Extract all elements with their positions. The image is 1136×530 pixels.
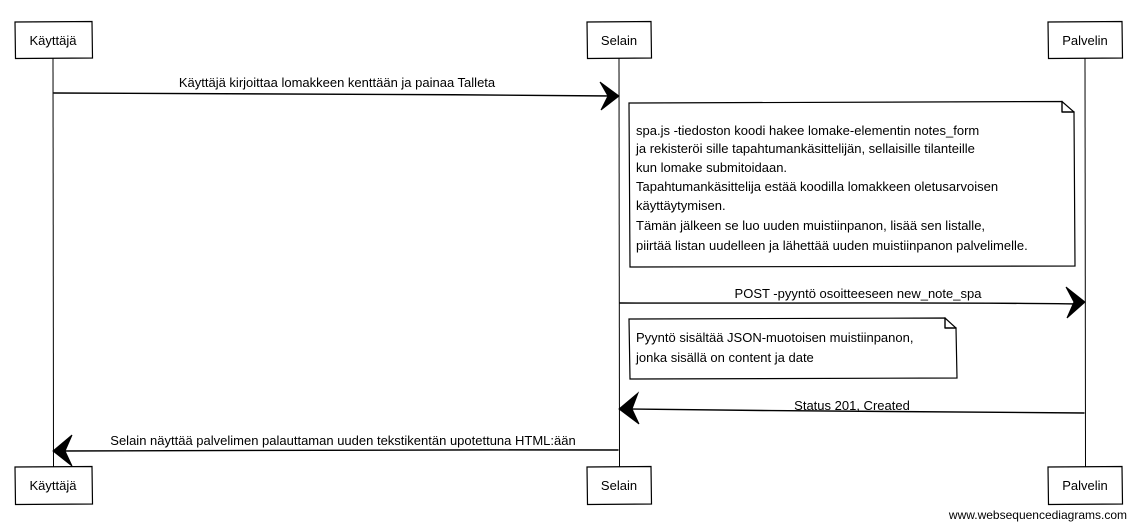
note-line: piirtää listan uudelleen ja lähettää uud…: [636, 238, 1028, 253]
message-browser-to-user: Selain näyttää palvelimen palauttaman uu…: [52, 433, 619, 467]
note-line: jonka sisällä on content ja date: [635, 350, 814, 365]
participant-label: Selain: [601, 33, 637, 48]
participant-server-top: Palvelin: [1047, 20, 1124, 60]
arrowhead-icon: [599, 81, 620, 111]
message-server-to-browser: Status 201, Created: [618, 391, 1085, 425]
watermark-text: www.websequencediagrams.com: [948, 508, 1127, 522]
lifeline-server: [1084, 57, 1086, 468]
lifeline-user: [52, 57, 54, 468]
message-browser-to-server: POST -pyyntö osoitteeseen new_note_spa: [619, 286, 1086, 319]
participant-label: Käyttäjä: [30, 33, 78, 48]
note-line: Pyyntö sisältää JSON-muotoisen muistiinp…: [636, 330, 913, 345]
message-label: Selain näyttää palvelimen palauttaman uu…: [110, 433, 575, 448]
participant-label: Palvelin: [1062, 478, 1108, 493]
message-label: Status 201, Created: [794, 398, 910, 413]
note-line: kun lomake submitoidaan.: [636, 160, 787, 175]
note-line: Tämän jälkeen se luo uuden muistiinpanon…: [636, 218, 985, 233]
arrowhead-icon: [52, 434, 73, 467]
message-line: [619, 302, 1080, 305]
participant-label: Palvelin: [1062, 33, 1108, 48]
participant-browser-bottom: Selain: [586, 465, 653, 506]
note-line: käyttäytymisen.: [636, 198, 726, 213]
message-line: [59, 449, 619, 452]
note-browser-1: spa.js -tiedoston koodi hakee lomake-ele…: [628, 100, 1076, 268]
participant-label: Selain: [601, 478, 637, 493]
participant-label: Käyttäjä: [30, 478, 78, 493]
participant-browser-top: Selain: [586, 20, 653, 60]
message-label: POST -pyyntö osoitteeseen new_note_spa: [735, 286, 983, 301]
note-fold: [1061, 100, 1075, 113]
message-line: [53, 92, 614, 97]
note-browser-2: Pyyntö sisältää JSON-muotoisen muistiinp…: [628, 317, 958, 380]
note-line: ja rekisteröi sille tapahtumankäsittelij…: [635, 141, 975, 156]
arrowhead-icon: [1065, 286, 1086, 319]
message-line: [625, 408, 1085, 414]
participant-user-top: Käyttäjä: [14, 20, 94, 60]
note-fold: [944, 317, 957, 329]
message-user-to-browser: Käyttäjä kirjoittaa lomakkeen kenttään j…: [53, 75, 620, 111]
note-line: spa.js -tiedoston koodi hakee lomake-ele…: [636, 123, 979, 138]
participant-user-bottom: Käyttäjä: [14, 465, 94, 506]
participant-server-bottom: Palvelin: [1047, 465, 1124, 506]
arrowhead-icon: [618, 391, 640, 425]
message-label: Käyttäjä kirjoittaa lomakkeen kenttään j…: [179, 75, 496, 90]
lifeline-browser: [618, 57, 620, 468]
note-line: Tapahtumankäsittelija estää koodilla lom…: [636, 179, 998, 194]
